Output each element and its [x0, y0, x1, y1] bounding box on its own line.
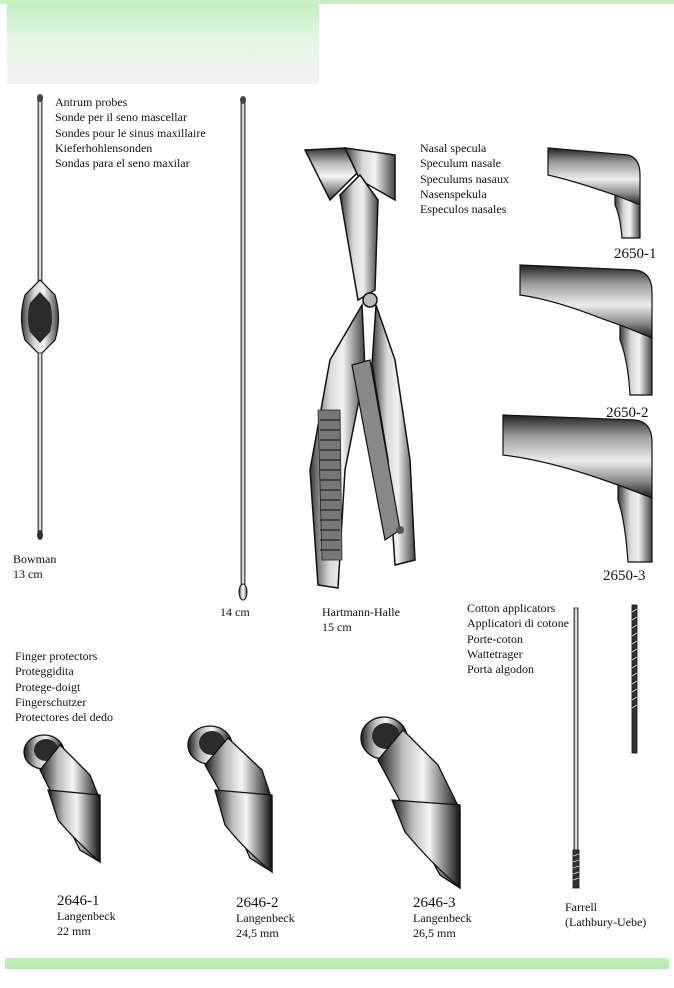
- cotton-line-1: Cotton applicators: [467, 601, 556, 615]
- bowman-probe-image: [20, 94, 60, 540]
- antrum-line-3: Sondes pour le sinus maxillaire: [55, 125, 206, 140]
- finger-name-1: Langenbeck: [57, 909, 116, 923]
- nasal-code-2650-3: 2650-3: [603, 568, 646, 584]
- finger-size-2: 24,5 mm: [236, 926, 279, 941]
- hartmann-label: Hartmann-Halle 15 cm: [322, 605, 400, 636]
- antrum-line-4: Kieferhohlensonden: [55, 140, 153, 155]
- nasal-line-4: Nasenspekula: [420, 186, 487, 201]
- probe-14cm-label: 14 cm: [220, 605, 250, 619]
- nasal-speculum-2650-3-image: [502, 414, 653, 563]
- cotton-line-5: Porta algodon: [467, 662, 534, 677]
- cotton-applicator-short-image: [631, 604, 638, 754]
- header-banner: [7, 4, 319, 84]
- finger-size-3: 26,5 mm: [413, 926, 456, 941]
- finger-item-2646-3: 2646-3 Langenbeck 26,5 mm: [413, 895, 472, 942]
- nasal-code-2650-2: 2650-2: [606, 405, 649, 421]
- cotton-applicators-description: Cotton applicators Applicatori di cotone…: [467, 601, 569, 677]
- finger-line-4: Fingerschutzer: [15, 694, 87, 709]
- nasal-speculum-2650-1-image: [547, 147, 641, 239]
- nasal-speculum-2650-2-image: [519, 264, 653, 396]
- cotton-line-2: Applicatori di cotone: [467, 616, 569, 631]
- finger-code-1: 2646-1: [57, 893, 100, 909]
- finger-code-3: 2646-3: [413, 895, 456, 911]
- hartmann-name: Hartmann-Halle: [322, 605, 400, 619]
- finger-protector-2646-1-image: [23, 734, 101, 864]
- antrum-line-5: Sondas para el seno maxilar: [55, 156, 190, 171]
- antrum-line-2: Sonde per il seno mascellar: [55, 110, 187, 125]
- nasal-line-2: Speculum nasale: [420, 156, 501, 171]
- cotton-applicator-long-image: [572, 607, 580, 889]
- hartmann-halle-speculum-image: [303, 147, 416, 589]
- finger-protector-2646-3-image: [360, 716, 461, 890]
- antrum-probes-description: Antrum probes Sonde per il seno mascella…: [55, 95, 206, 171]
- probe-14cm-image: [238, 96, 248, 601]
- nasal-line-3: Speculums nasaux: [420, 171, 509, 186]
- finger-name-2: Langenbeck: [236, 911, 295, 925]
- bowman-name: Bowman: [13, 552, 57, 566]
- finger-line-1: Finger protectors: [15, 649, 98, 663]
- farrell-name: Farrell: [565, 900, 597, 914]
- finger-line-3: Protege-doigt: [15, 679, 81, 694]
- finger-item-2646-1: 2646-1 Langenbeck 22 mm: [57, 893, 116, 940]
- finger-code-2: 2646-2: [236, 895, 279, 911]
- finger-item-2646-2: 2646-2 Langenbeck 24,5 mm: [236, 895, 295, 942]
- footer-bar: [5, 958, 669, 969]
- bowman-size: 13 cm: [13, 567, 43, 582]
- nasal-line-1: Nasal specula: [420, 141, 487, 155]
- antrum-line-1: Antrum probes: [55, 95, 128, 109]
- finger-line-5: Protectores del dedo: [15, 710, 113, 725]
- hartmann-size: 15 cm: [322, 620, 352, 635]
- cotton-line-4: Wattetrager: [467, 646, 523, 661]
- finger-name-3: Langenbeck: [413, 911, 472, 925]
- cotton-line-3: Porte-coton: [467, 631, 523, 646]
- nasal-code-2650-1: 2650-1: [614, 246, 657, 262]
- finger-line-2: Proteggidita: [15, 664, 74, 679]
- farrell-sub: (Lathbury-Uebe): [565, 915, 647, 930]
- finger-protectors-description: Finger protectors Proteggidita Protege-d…: [15, 649, 113, 725]
- nasal-specula-description: Nasal specula Speculum nasale Speculums …: [420, 141, 509, 217]
- top-accent-line: [0, 0, 674, 4]
- finger-protector-2646-2-image: [187, 725, 273, 874]
- bowman-label: Bowman 13 cm: [13, 552, 56, 583]
- farrell-label: Farrell (Lathbury-Uebe): [565, 900, 646, 931]
- finger-size-1: 22 mm: [57, 924, 91, 939]
- nasal-line-5: Especulos nasales: [420, 202, 507, 217]
